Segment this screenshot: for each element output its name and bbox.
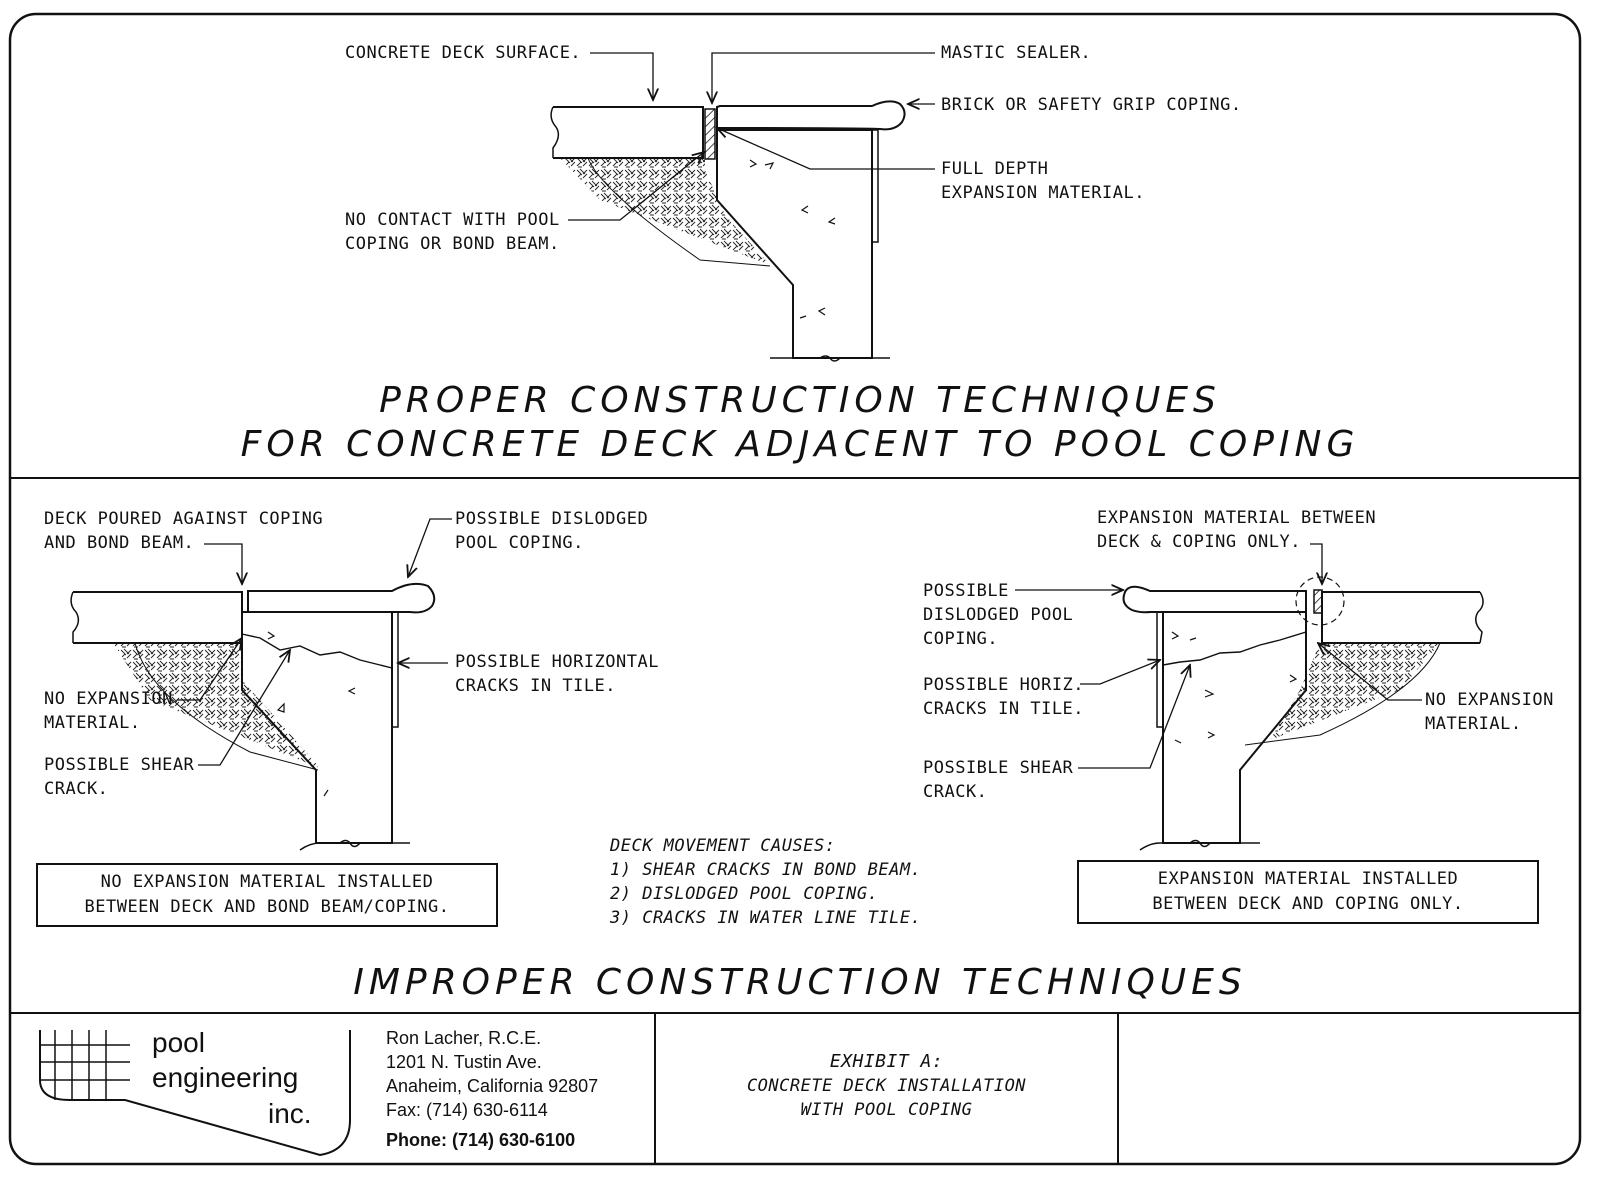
proper-detail <box>550 52 935 362</box>
label-cracks-in-tile-right: CRACKS IN TILE. <box>923 699 1085 719</box>
label-brick-coping: BRICK OR SAFETY GRIP COPING. <box>941 95 1242 115</box>
cause-item: 3) CRACKS IN WATER LINE TILE. <box>610 908 922 928</box>
label-and-bond-beam: AND BOND BEAM. <box>44 533 195 553</box>
exhibit-subtitle: WITH POOL COPING <box>800 1100 973 1120</box>
address-line: Anaheim, California 92807 <box>386 1076 599 1096</box>
label-possible-shear: POSSIBLE SHEAR <box>44 755 195 775</box>
logo-text-engineering: engineering <box>152 1062 299 1093</box>
note-box-no-expansion: NO EXPANSION MATERIAL INSTALLED BETWEEN … <box>36 863 498 927</box>
label-no-expansion: NO EXPANSION <box>44 689 173 709</box>
improper-right-detail <box>1015 543 1484 851</box>
label-cracks-in-tile: CRACKS IN TILE. <box>455 676 617 696</box>
improper-title: IMPROPER CONSTRUCTION TECHNIQUES <box>353 962 1247 1003</box>
proper-title-line2: FOR CONCRETE DECK ADJACENT TO POOL COPIN… <box>240 424 1360 465</box>
label-full-depth: FULL DEPTH <box>941 159 1049 179</box>
label-possible: POSSIBLE <box>923 581 1009 601</box>
label-possible-shear-right: POSSIBLE SHEAR <box>923 758 1074 778</box>
label-material: MATERIAL. <box>44 713 141 733</box>
phone-number: Phone: (714) 630-6100 <box>386 1130 576 1150</box>
cause-item: 1) SHEAR CRACKS IN BOND BEAM. <box>610 860 922 880</box>
note-line1-right: EXPANSION MATERIAL INSTALLED <box>1157 869 1459 889</box>
exhibit-subtitle: CONCRETE DECK INSTALLATION <box>746 1076 1027 1096</box>
sheet-border <box>8 12 1582 1166</box>
causes-heading: DECK MOVEMENT CAUSES: <box>610 836 836 856</box>
label-no-contact: NO CONTACT WITH POOL <box>345 210 560 230</box>
label-mastic-sealer: MASTIC SEALER. <box>941 43 1092 63</box>
label-crack: CRACK. <box>44 779 109 799</box>
logo-text-pool: pool <box>152 1027 205 1058</box>
label-expansion-between: EXPANSION MATERIAL BETWEEN <box>1097 508 1377 528</box>
logo-mark <box>39 1030 351 1157</box>
cause-item: 2) DISLODGED POOL COPING. <box>610 884 879 904</box>
note-box-expansion-coping: EXPANSION MATERIAL INSTALLED BETWEEN DEC… <box>1077 860 1539 924</box>
label-coping: COPING. <box>923 629 999 649</box>
label-possible-horiz: POSSIBLE HORIZ. <box>923 675 1085 695</box>
label-material-right: MATERIAL. <box>1425 714 1522 734</box>
address-line: Fax: (714) 630-6114 <box>386 1100 548 1120</box>
note-line1: NO EXPANSION MATERIAL INSTALLED <box>100 872 434 892</box>
label-possible-dislodged: POSSIBLE DISLODGED <box>455 509 649 529</box>
label-crack-right: CRACK. <box>923 782 988 802</box>
label-no-expansion-right: NO EXPANSION <box>1425 690 1554 710</box>
label-possible-horizontal: POSSIBLE HORIZONTAL <box>455 652 659 672</box>
label-coping-or-bond-beam: COPING OR BOND BEAM. <box>345 234 560 254</box>
proper-title-line1: PROPER CONSTRUCTION TECHNIQUES <box>379 380 1221 421</box>
note-line2-right: BETWEEN DECK AND COPING ONLY. <box>1152 894 1464 914</box>
improper-left-detail <box>70 518 452 851</box>
label-pool-coping: POOL COPING. <box>455 533 584 553</box>
logo-text-inc: inc. <box>268 1098 312 1129</box>
address-line: Ron Lacher, R.C.E. <box>386 1028 542 1048</box>
label-expansion-material: EXPANSION MATERIAL. <box>941 183 1145 203</box>
label-deck-coping-only: DECK & COPING ONLY. <box>1097 532 1301 552</box>
label-deck-poured: DECK POURED AGAINST COPING <box>44 509 324 529</box>
note-line2: BETWEEN DECK AND BOND BEAM/COPING. <box>84 897 450 917</box>
label-dislodged-pool: DISLODGED POOL <box>923 605 1074 625</box>
label-concrete-deck-surface: CONCRETE DECK SURFACE. <box>345 43 582 63</box>
exhibit-title: EXHIBIT A: <box>829 1051 944 1072</box>
address-line: 1201 N. Tustin Ave. <box>386 1052 542 1072</box>
